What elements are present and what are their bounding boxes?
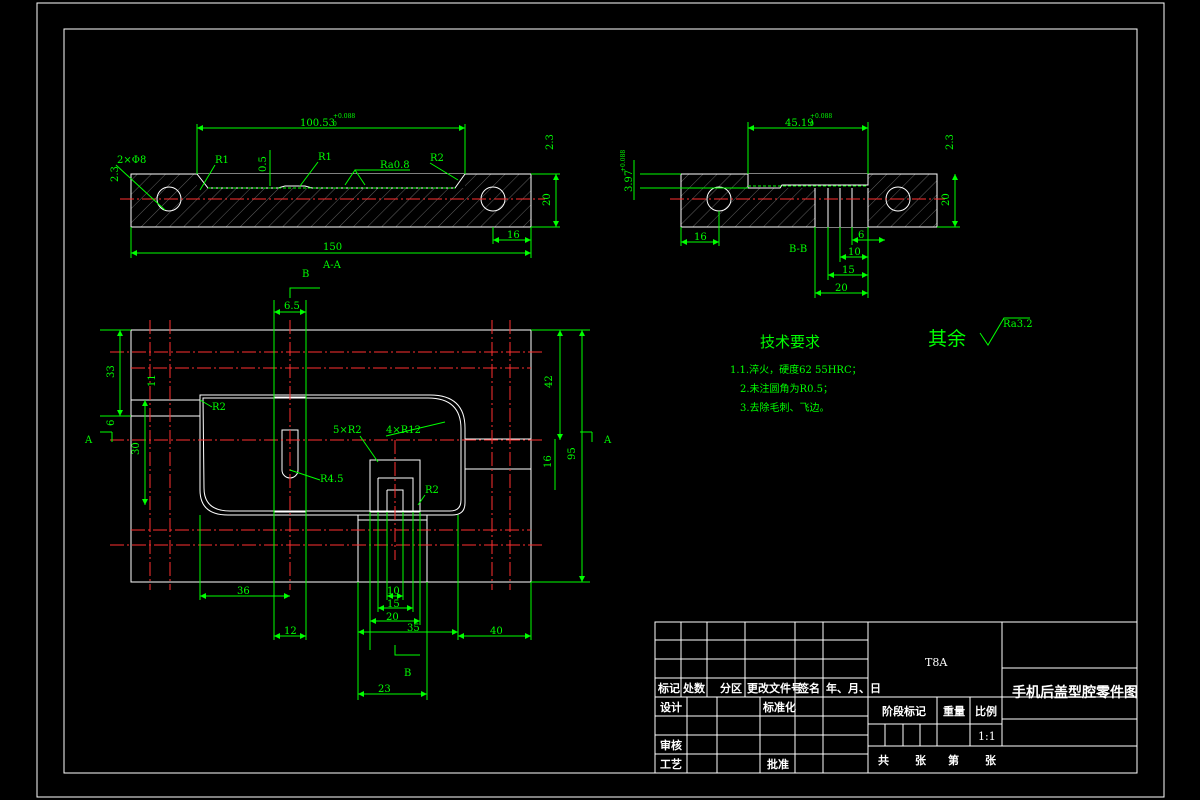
dim-left-tol-bb: +0.088 <box>620 150 627 172</box>
standardize-label: 标准化 <box>762 700 796 714</box>
dim-right-23-bb: 2.3 <box>945 134 956 150</box>
inner-border <box>63 28 1138 774</box>
drawing-title: 手机后盖型腔零件图 <box>1012 684 1138 701</box>
outer-border <box>36 2 1165 798</box>
dim-d40: 40 <box>490 626 503 637</box>
scale-value: 1:1 <box>978 730 996 743</box>
approve-label: 批准 <box>767 757 789 771</box>
dim-d42: 42 <box>544 375 555 388</box>
dim-r2-right: R2 <box>425 485 439 496</box>
dim-d11: 11 <box>147 374 158 387</box>
sheet-num-label: 第 <box>948 753 959 767</box>
dim-roughness-aa: Ra0.8 <box>380 160 410 171</box>
dim-d30: 30 <box>131 442 142 455</box>
plan-body <box>130 329 532 583</box>
dim-d15-bb: 15 <box>842 265 855 276</box>
dim-r1-mid-aa: R1 <box>318 152 332 163</box>
dim-chamfer-aa: 2×Φ8 <box>117 155 146 166</box>
dim-top-length-aa: 100.53 <box>300 118 335 129</box>
dim-top-tol-up-aa: +0.088 <box>333 113 355 120</box>
section-bb: 45.19 +0.088 0 3.97 +0.088 2.3 20 16 B-B… <box>620 113 960 298</box>
rev-header-date: 年、月、日 <box>826 681 881 695</box>
rev-header-count: 处数 <box>682 681 706 695</box>
section-aa: 100.53 +0.088 0 2×Φ8 R1 0.5 R1 Ra0.8 R2 … <box>110 113 560 271</box>
dim-top-tol-up-bb: +0.088 <box>810 113 832 120</box>
technical-requirements: 技术要求 1.1.淬火，硬度62 55HRC； 2.未注圆角为R0.5； 3.去… <box>730 333 862 414</box>
dim-d12: 12 <box>284 626 297 637</box>
dim-d65: 6.5 <box>284 301 300 312</box>
plan-view: B B A A 6.5 33 11 6 30 R2 R4.5 5×R2 4×R1… <box>84 269 612 700</box>
dim-right-23-aa: 2.3 <box>545 134 556 150</box>
review-label: 审核 <box>660 738 682 752</box>
dim-left-23-aa: 2.3 <box>110 166 121 182</box>
dim-d20-bb: 20 <box>835 283 848 294</box>
dim-left16-bb: 16 <box>694 232 707 243</box>
section-a-right-marker: A <box>603 435 612 446</box>
rev-header-sign: 签名 <box>797 681 820 695</box>
section-b-bottom-marker: B <box>404 668 411 679</box>
dim-top-tol-low-bb: 0 <box>810 121 814 128</box>
section-a-left-marker: A <box>84 435 93 446</box>
tech-req-item-1: 1.1.淬火，硬度62 55HRC； <box>730 363 862 376</box>
process-label: 工艺 <box>660 757 682 771</box>
roughness-other: 其余 Ra3.2 <box>928 317 1033 350</box>
tech-req-item-2: 2.未注圆角为R0.5； <box>740 382 833 395</box>
dim-d6-plan: 6 <box>106 420 117 426</box>
dim-left-height-bb: 3.97 <box>624 170 635 192</box>
title-block: T8A 手机后盖型腔零件图 标记 处数 分区 更改文件号 签名 年、月、日 设计… <box>654 621 1138 774</box>
dim-r12: 4×R12 <box>386 425 421 436</box>
dim-top-length-bb: 45.19 <box>785 118 814 129</box>
dim-d95: 95 <box>567 447 578 460</box>
section-b-top-marker: B <box>302 269 309 280</box>
sheet-total-label: 共 <box>878 753 889 767</box>
dim-d15-plan: 15 <box>387 599 400 610</box>
keyhole-slot <box>281 429 299 479</box>
dim-d16-plan: 16 <box>543 455 554 468</box>
dim-d35: 35 <box>407 623 420 634</box>
dim-height-aa: 20 <box>542 193 553 206</box>
dim-d36: 36 <box>237 586 250 597</box>
stage-mark-label: 阶段标记 <box>882 704 926 718</box>
dim-length-aa: 150 <box>323 242 342 253</box>
sheet-num-unit: 张 <box>985 753 997 767</box>
dim-height-bb: 20 <box>941 193 952 206</box>
tech-req-item-3: 3.去除毛刺、飞边。 <box>740 401 830 414</box>
section-bb-label: B-B <box>789 244 807 255</box>
dim-right16-aa: 16 <box>507 230 520 241</box>
roughness-other-value: Ra3.2 <box>1003 319 1033 330</box>
tech-req-title: 技术要求 <box>760 333 820 351</box>
dim-r45: R4.5 <box>320 474 343 485</box>
dim-d10-bb: 10 <box>848 247 861 258</box>
dim-depth-aa: 0.5 <box>258 156 269 172</box>
rev-header-zone: 分区 <box>720 681 742 695</box>
rev-header-mark: 标记 <box>657 681 680 695</box>
scale-label: 比例 <box>975 704 997 718</box>
design-label: 设计 <box>660 700 682 714</box>
section-aa-label: A-A <box>322 260 342 271</box>
weight-label: 重量 <box>943 704 965 718</box>
dim-r2-left: R2 <box>212 402 226 413</box>
dim-d6-bb: 6 <box>858 230 864 241</box>
dim-r2-multi: 5×R2 <box>333 425 362 436</box>
dim-r1-left-aa: R1 <box>215 155 229 166</box>
dim-d20-plan: 20 <box>386 612 399 623</box>
dim-d23: 23 <box>378 684 391 695</box>
sheet-total-unit: 张 <box>915 753 927 767</box>
rev-header-doc: 更改文件号 <box>747 681 802 695</box>
dim-top-tol-low-aa: 0 <box>333 121 337 128</box>
material-value: T8A <box>925 656 948 669</box>
dim-r2-aa: R2 <box>430 153 444 164</box>
roughness-other-label: 其余 <box>928 328 966 350</box>
dim-d10-plan: 10 <box>387 586 400 597</box>
dim-d33: 33 <box>106 365 117 378</box>
cavity-outline <box>199 394 466 516</box>
